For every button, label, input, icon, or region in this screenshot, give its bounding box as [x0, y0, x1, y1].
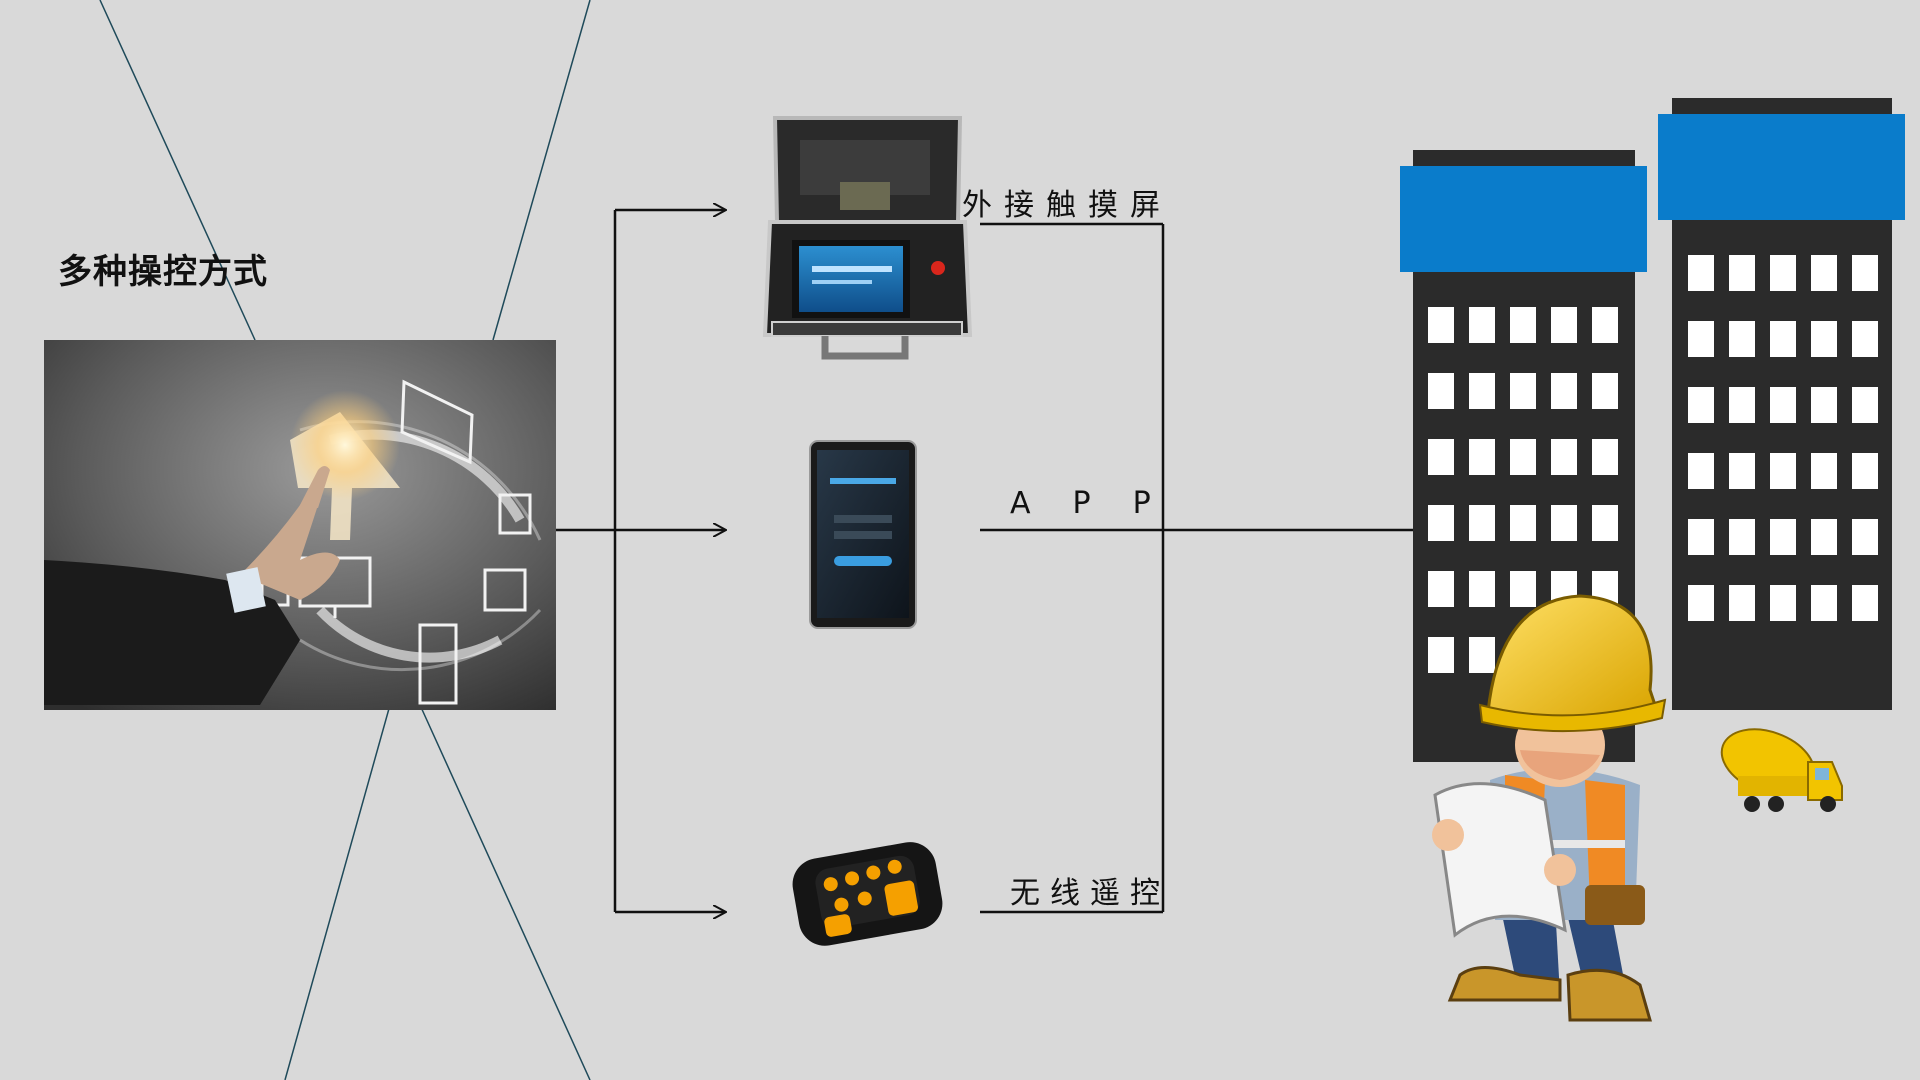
building-window: [1510, 571, 1536, 607]
building-window: [1729, 519, 1755, 555]
building-window: [1688, 453, 1714, 489]
building-window: [1811, 387, 1837, 423]
building-window: [1729, 321, 1755, 357]
building-window: [1428, 307, 1454, 343]
building-window: [1852, 519, 1878, 555]
building-window: [1770, 585, 1796, 621]
building-window: [1551, 307, 1577, 343]
building-window: [1811, 321, 1837, 357]
label-app: APP: [1010, 486, 1193, 521]
building-window: [1428, 637, 1454, 673]
building-window: [1729, 387, 1755, 423]
building-window: [1592, 505, 1618, 541]
building-window: [1688, 255, 1714, 291]
building-window: [1852, 321, 1878, 357]
cement-mixer-truck-icon: [1720, 728, 1843, 812]
construction-worker-icon: [1432, 594, 1667, 1022]
building-window: [1852, 585, 1878, 621]
briefcase-touchscreen-icon: [762, 116, 973, 360]
building-window: [1510, 307, 1536, 343]
building-window: [1469, 505, 1495, 541]
building-window: [1852, 387, 1878, 423]
label-wireless-remote: 无线遥控: [1010, 876, 1170, 911]
hand-touch-interface-icon: [44, 340, 556, 710]
building-window: [1770, 255, 1796, 291]
building-window: [1688, 585, 1714, 621]
label-touchscreen: 外接触摸屏: [962, 188, 1172, 223]
building-window: [1770, 321, 1796, 357]
building-window: [1428, 439, 1454, 475]
building-window: [1469, 373, 1495, 409]
building-window: [1729, 585, 1755, 621]
decorative-lines: [99, 0, 591, 1080]
building-window: [1852, 255, 1878, 291]
building-window: [1811, 255, 1837, 291]
tablet-app-icon: [809, 440, 917, 629]
building-window: [1688, 321, 1714, 357]
construction-buildings-icon: [1400, 98, 1905, 762]
building-window: [1428, 571, 1454, 607]
building-window: [1428, 373, 1454, 409]
building-window: [1729, 453, 1755, 489]
building-window: [1469, 307, 1495, 343]
building-window: [1688, 519, 1714, 555]
building-window: [1811, 585, 1837, 621]
building-window: [1770, 387, 1796, 423]
building-window: [1469, 439, 1495, 475]
building-window: [1729, 255, 1755, 291]
building-window: [1592, 307, 1618, 343]
building-window: [1428, 505, 1454, 541]
building-window: [1811, 453, 1837, 489]
building-window: [1510, 439, 1536, 475]
building-window: [1852, 453, 1878, 489]
building-window: [1551, 373, 1577, 409]
building-window: [1688, 387, 1714, 423]
building-window: [1469, 571, 1495, 607]
wireless-remote-icon: [792, 842, 943, 946]
building-window: [1469, 637, 1495, 673]
building-window: [1770, 519, 1796, 555]
flow-connectors: [556, 210, 1415, 912]
building-window: [1592, 373, 1618, 409]
building-window: [1551, 505, 1577, 541]
building-window: [1551, 439, 1577, 475]
building-window: [1510, 505, 1536, 541]
building-window: [1510, 373, 1536, 409]
diagram-title: 多种操控方式: [58, 252, 268, 292]
building-window: [1811, 519, 1837, 555]
building-window: [1592, 439, 1618, 475]
building-window: [1770, 453, 1796, 489]
